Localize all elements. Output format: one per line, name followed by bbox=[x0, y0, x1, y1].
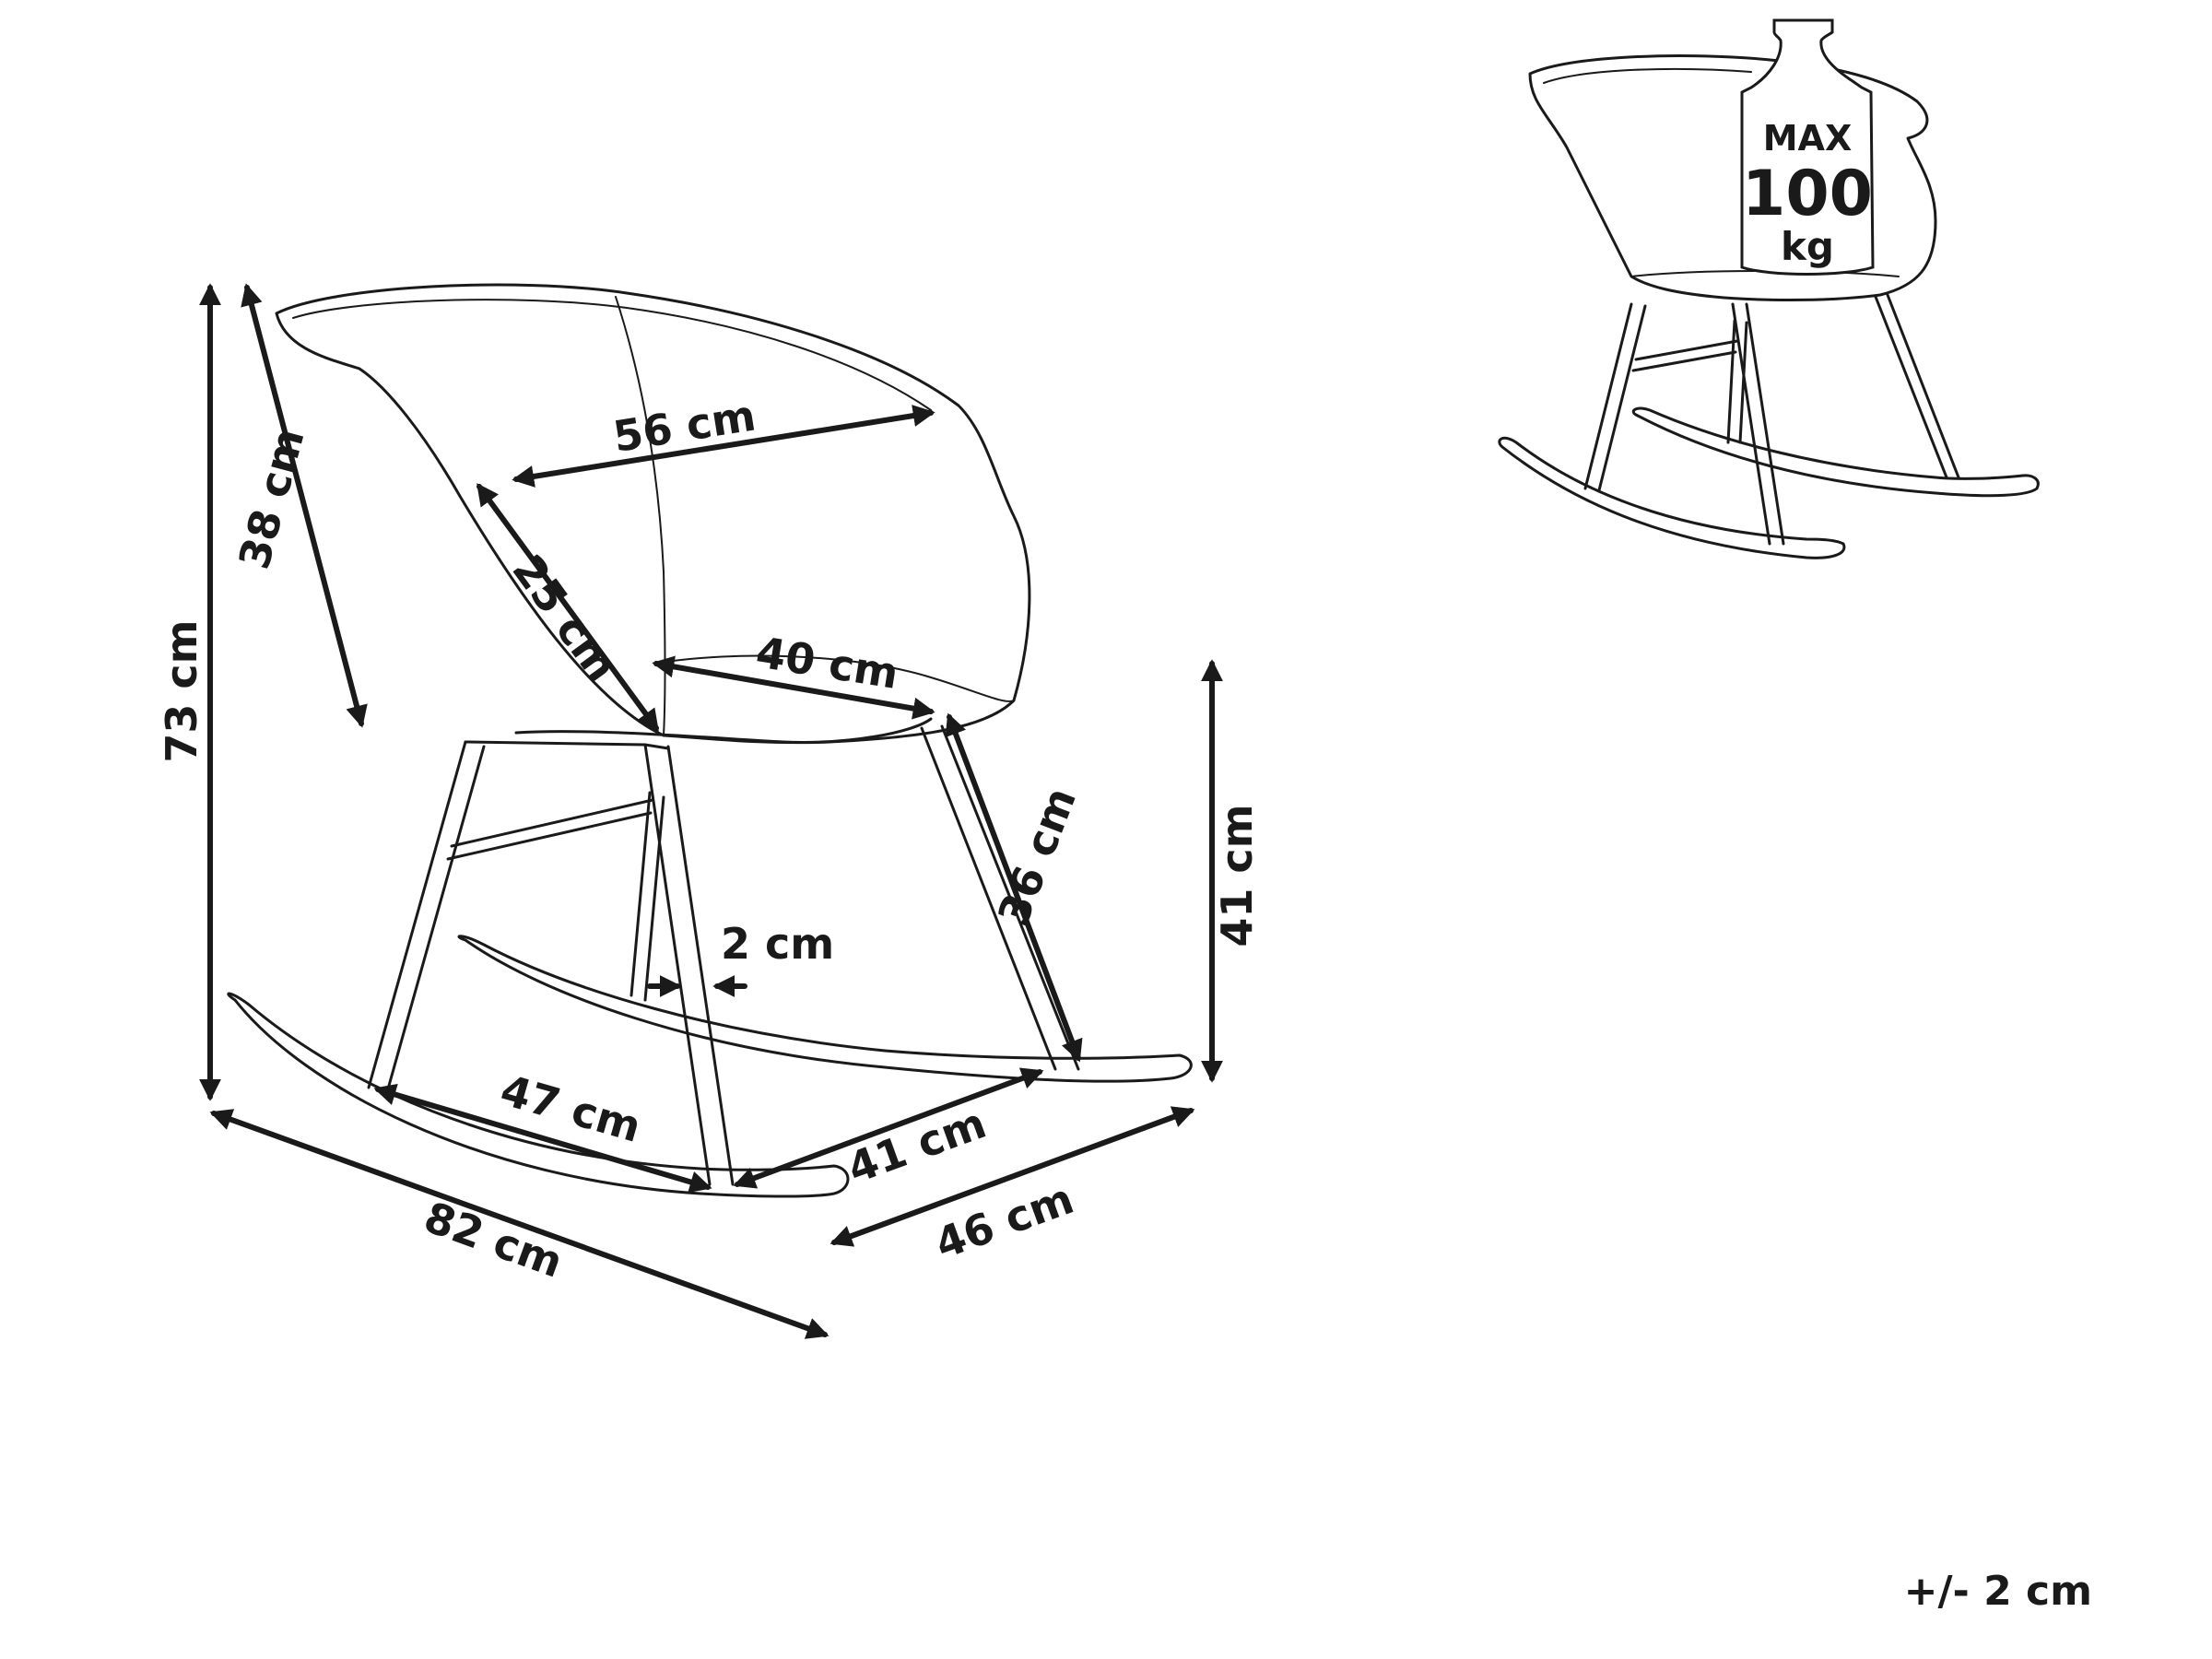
dim-line-82 bbox=[209, 1109, 830, 1339]
weight-label-value: 100 bbox=[1742, 158, 1873, 230]
small-shell-outer bbox=[1528, 54, 1937, 301]
leg-front-left bbox=[367, 740, 486, 1094]
dim-label-total-width: 56 cm bbox=[610, 390, 759, 462]
small-rocker-back bbox=[1631, 406, 2040, 498]
dim-label-total-depth: 46 cm bbox=[928, 1173, 1079, 1269]
dim-line-56 bbox=[512, 405, 935, 488]
small-legs bbox=[1583, 293, 1960, 546]
dim-label-leg-thickness: 2 cm bbox=[721, 919, 834, 969]
dimension-lines bbox=[199, 283, 1223, 1339]
weight-label-unit: kg bbox=[1781, 224, 1834, 269]
dim-line-46 bbox=[830, 1106, 1195, 1247]
dim-label-total-height: 73 cm bbox=[157, 619, 206, 762]
dim-label-seat-width: 40 cm bbox=[753, 627, 902, 699]
tolerance-note: +/- 2 cm bbox=[1903, 1568, 2092, 1615]
small-chair-drawing bbox=[1498, 54, 2040, 559]
dim-line-40 bbox=[652, 655, 935, 720]
dim-label-total-length: 82 cm bbox=[418, 1192, 569, 1288]
dim-label-armrest-height: 25 cm bbox=[502, 546, 627, 690]
weight-badge: MAX 100 kg bbox=[1740, 18, 1875, 276]
leg-front-right bbox=[643, 743, 735, 1186]
dim-line-38 bbox=[241, 283, 368, 728]
small-rocker-front bbox=[1498, 436, 1846, 559]
leg-rear-small bbox=[629, 791, 665, 1002]
cross-bar bbox=[446, 798, 654, 861]
rocker-back bbox=[457, 935, 1193, 1083]
weight-icon bbox=[1740, 18, 1875, 276]
dim-line-36 bbox=[945, 712, 1083, 1063]
seat-bottom bbox=[514, 717, 933, 744]
weight-label-max: MAX bbox=[1763, 118, 1853, 159]
shell-inner-rim bbox=[292, 299, 932, 411]
dim-line-25 bbox=[477, 483, 659, 732]
shell-seam bbox=[615, 296, 666, 736]
small-shell-inner bbox=[1543, 67, 1752, 84]
dim-label-seat-height: 41 cm bbox=[1212, 804, 1262, 947]
seat-bracket bbox=[464, 740, 670, 750]
dim-label-base-width: 41 cm bbox=[841, 1098, 992, 1194]
